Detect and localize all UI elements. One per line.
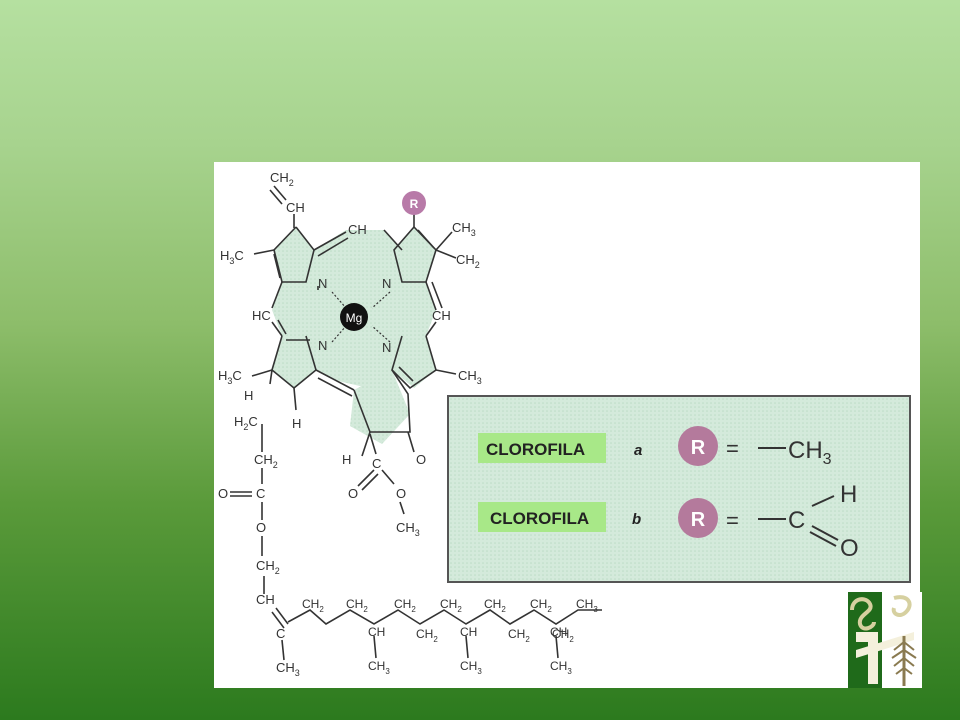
label-ch2-ethyl: CH2 [456,252,480,270]
label-ch-chain: CH [256,592,275,607]
svg-text:CH3: CH3 [460,659,482,676]
legend-row-b-eq: = [726,508,739,533]
label-n-topright: N [382,276,391,291]
school-crest-icon [848,592,922,688]
label-ch-bridge-top: CH [348,222,367,237]
svg-text:CH: CH [460,625,477,639]
svg-text:Mg: Mg [346,311,363,325]
mg-atom: Mg [340,303,368,331]
legend-row-b-r: R [691,509,706,531]
label-h-ester: H [342,452,351,467]
svg-text:CH2: CH2 [530,597,552,614]
legend-row-b-letter: b [632,511,641,528]
porphyrin-ring-fills [272,227,436,444]
svg-text:CH: CH [368,625,385,639]
svg-text:CH2: CH2 [302,597,324,614]
label-h3c-left: H3C [220,248,244,266]
legend-row-a-name: CLOROFILA [486,440,585,459]
label-ch-vinyl: CH [286,200,305,215]
atom-labels: CH2 CH R CH3 CH CH2 H3C N N N N Mg HC CH… [218,170,598,678]
label-c-ester: C [372,456,381,471]
label-ch2-chain2: CH2 [254,452,278,470]
svg-text:CH: CH [550,625,567,639]
svg-text:CH2: CH2 [346,597,368,614]
chlorophyll-variant-legend: CLOROFILA a R = CH3 CLOROFILA b R = C H … [447,395,911,583]
label-o-ester1: O [218,486,228,501]
legend-row-b-name: CLOROFILA [490,509,589,528]
label-ch3-right: CH3 [458,368,482,386]
svg-text:CH3: CH3 [368,659,390,676]
label-n-bottomright: N [382,340,391,355]
label-n-bottomleft: N [318,338,327,353]
label-ch3-ethyl: CH3 [452,220,476,238]
legend-row-a-group: CH3 [788,437,832,468]
r-group-circle-top: R [402,191,426,215]
chlorophyll-figure: CH2 CH R CH3 CH CH2 H3C N N N N Mg HC CH… [214,162,920,688]
legend-row-b-h: H [840,481,857,508]
label-ch2-chain3: CH2 [256,558,280,576]
svg-text:CH3: CH3 [550,659,572,676]
chlorophyll-structure-diagram: CH2 CH R CH3 CH CH2 H3C N N N N Mg HC CH… [218,170,911,678]
label-o-ester2: O [348,486,358,501]
svg-text:CH3: CH3 [576,597,598,614]
svg-text:CH2: CH2 [508,627,530,644]
svg-text:R: R [410,197,419,211]
legend-row-a-eq: = [726,436,739,461]
molecule-bonds [230,185,602,661]
label-o-keto: O [416,452,426,467]
svg-text:CH2: CH2 [416,627,438,644]
label-o-chain: O [256,520,266,535]
label-h-lower: H [244,388,253,403]
svg-text:CH2: CH2 [484,597,506,614]
label-ch3-ester: CH3 [396,520,420,538]
label-o-ester3: O [396,486,406,501]
svg-text:CH2: CH2 [552,627,574,644]
label-ch-right: CH [432,308,451,323]
label-h2c-chain: H2C [234,414,258,432]
legend-row-a-r: R [691,437,706,459]
label-ch3-chain: CH3 [276,660,300,678]
svg-text:CH2: CH2 [394,597,416,614]
svg-text:CH2: CH2 [440,597,462,614]
phytol-tail-labels: CH2 CH2 CH2 CH2 CH2 CH2 CH3 CH CH CH CH2… [302,597,598,676]
legend-row-b-c: C [788,507,805,534]
label-h-ring: H [292,416,301,431]
legend-row-a: CLOROFILA a R = CH3 [478,426,832,468]
label-h3c-lower: H3C [218,368,242,386]
label-c-chain: C [276,626,285,641]
label-ch2-top: CH2 [270,170,294,188]
label-n-topleft: N [318,276,327,291]
label-hc-left: HC [252,308,271,323]
legend-row-b: CLOROFILA b R = C H O [478,481,859,562]
label-c-ester2: C [256,486,265,501]
legend-row-a-letter: a [634,442,642,459]
legend-row-b-o: O [840,535,859,562]
